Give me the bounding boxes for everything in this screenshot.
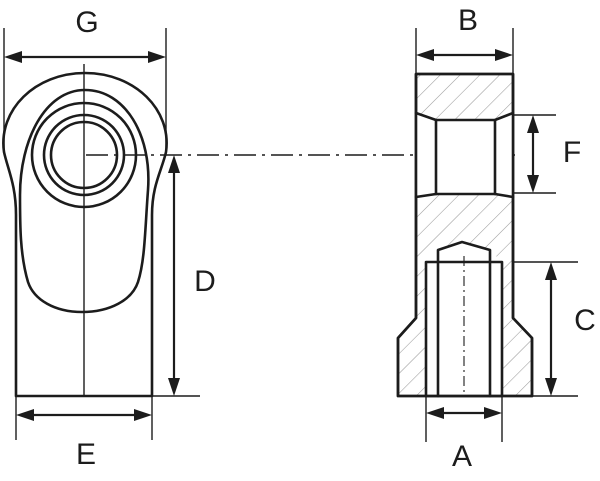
label-D: D: [194, 265, 216, 298]
eye-inner-outline: [18, 88, 150, 314]
dimension-D: D: [152, 155, 216, 397]
label-F: F: [563, 136, 581, 169]
threaded-bore-tip: [436, 240, 492, 264]
label-E: E: [76, 438, 96, 471]
label-C: C: [574, 304, 596, 337]
cross-bore-outline: [414, 111, 515, 122]
cross-bore: [416, 113, 513, 197]
label-G: G: [75, 6, 98, 39]
dimension-G: G: [3, 6, 167, 150]
front-view-outline: [2, 71, 168, 398]
section-view: [396, 72, 534, 398]
label-B: B: [458, 4, 478, 37]
dimension-A: A: [425, 396, 503, 473]
dimension-F: F: [513, 114, 581, 194]
label-A: A: [452, 440, 472, 473]
front-view: [2, 64, 168, 398]
dimension-B: B: [415, 4, 514, 74]
cross-bore-outline-bottom: [414, 192, 515, 199]
dimension-E: E: [15, 396, 153, 471]
dimension-C: C: [513, 261, 596, 397]
